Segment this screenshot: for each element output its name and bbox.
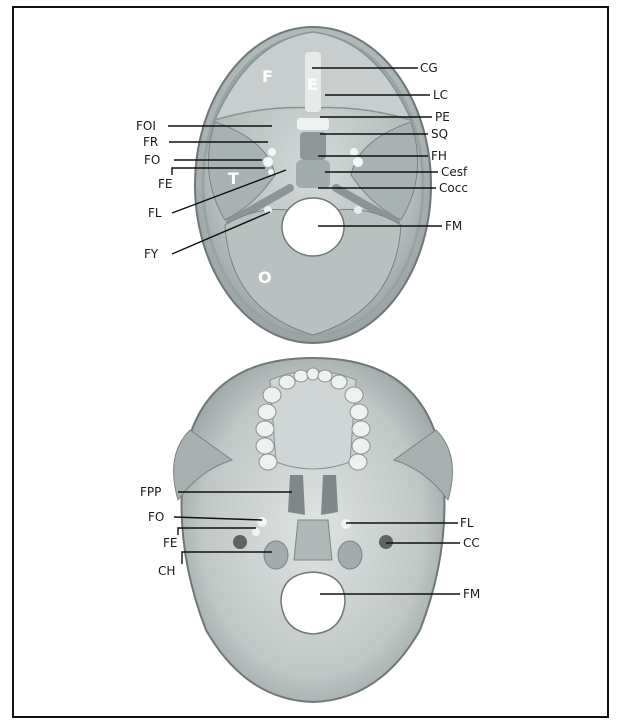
label-fe-lower: FE	[163, 536, 177, 550]
label-fo-upper: FO	[144, 153, 160, 167]
label-cesf: Cesf	[441, 165, 468, 179]
label-foi: FOI	[136, 119, 156, 133]
label-fm-upper: FM	[445, 219, 462, 233]
label-fh: FH	[431, 149, 447, 163]
label-cocc: Cocc	[439, 181, 468, 195]
label-fpp: FPP	[140, 485, 161, 499]
label-cg: CG	[420, 61, 438, 75]
label-sq: SQ	[431, 127, 448, 141]
label-fo-lower: FO	[148, 510, 164, 524]
label-fe-upper: FE	[158, 177, 172, 191]
ethmoid-region-letter: E	[307, 75, 318, 94]
frontal-region-letter: F	[262, 67, 273, 86]
label-fl-upper: FL	[148, 206, 162, 220]
label-fl-lower: FL	[460, 516, 474, 530]
label-fm-lower: FM	[463, 587, 480, 601]
label-fr: FR	[143, 135, 158, 149]
label-fy: FY	[144, 247, 159, 261]
label-lc: LC	[433, 88, 448, 102]
label-ch: CH	[158, 564, 175, 578]
occipital-region-letter: O	[258, 268, 272, 287]
temporal-region-letter: T	[228, 169, 239, 188]
label-cc: CC	[463, 536, 480, 550]
external-skull-base-illustration	[174, 358, 453, 702]
label-pe: PE	[435, 110, 450, 124]
